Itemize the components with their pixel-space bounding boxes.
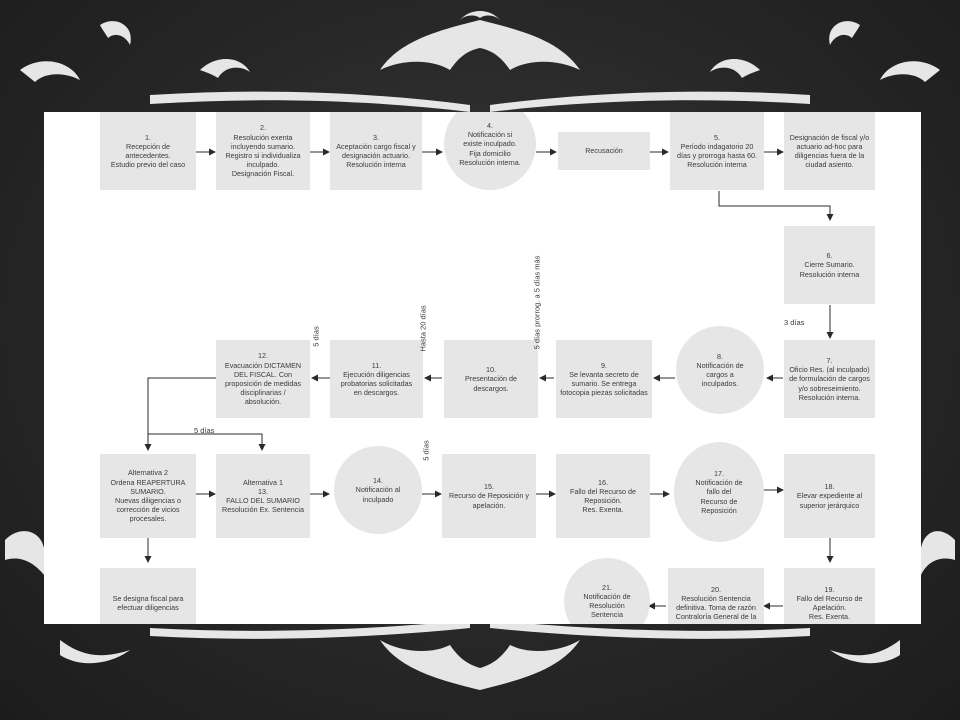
node-10: 10. Presentación de descargos.	[444, 340, 538, 418]
arrow-12-alt2	[144, 377, 216, 451]
node-11: 11. Ejecución diligencias probatorias so…	[330, 340, 423, 418]
node-12: 12. Evacuación DICTAMEN DEL FISCAL. Con …	[216, 340, 310, 418]
arrow-5-6	[718, 191, 834, 221]
label-3-dias: 3 días	[784, 318, 805, 327]
node-21: 21. Notificación de Resolución Sentencia	[564, 558, 650, 624]
baroque-scroll-ornament-icon	[5, 11, 955, 690]
label-prorroga: 5 días prorrog. a 5 días más	[532, 255, 542, 350]
node-1: 1. Recepción de antecedentes. Estudio pr…	[100, 112, 196, 190]
label-5-dias-a: 5 días	[311, 326, 321, 347]
node-16: 16. Fallo del Recurso de Reposición. Res…	[556, 454, 650, 538]
node-18: 18. Elevar expediente al superior jerárq…	[784, 454, 875, 538]
node-20: 20. Resolución Sentencia definitiva. Tom…	[668, 568, 764, 624]
node-5: 5. Período indagatorio 20 días y prorrog…	[670, 112, 764, 190]
node-designacion-adhoc: Designación de fiscal y/o actuario ad-ho…	[784, 112, 875, 190]
node-8: 8. Notificación de cargos a inculpados.	[676, 326, 764, 414]
node-15: 15. Recurso de Reposición y apelación.	[442, 454, 536, 538]
node-alternativa-1-13: Alternativa 1 13. FALLO DEL SUMARIO Reso…	[216, 454, 310, 538]
node-recusacion: Recusación	[558, 132, 650, 170]
label-5-dias-c: 5 días	[421, 440, 431, 461]
node-4: 4. Notificación si existe inculpado. Fij…	[444, 112, 536, 190]
node-17: 17. Notificación de fallo del Recurso de…	[674, 442, 764, 542]
node-3: 3. Aceptación cargo fiscal y designación…	[330, 112, 422, 190]
label-hasta-20-dias: Hasta 20 días	[418, 305, 428, 352]
node-6: 6. Cierre Sumario. Resolución interna	[784, 226, 875, 304]
node-designa-fiscal: Se designa fiscal para efectuar diligenc…	[100, 568, 196, 624]
node-19: 19. Fallo del Recurso de Apelación. Res.…	[784, 568, 875, 624]
node-9: 9. Se levanta secreto de sumario. Se ent…	[556, 340, 652, 418]
arrow-12-alt1	[148, 433, 266, 451]
node-2: 2. Resolución exenta incluyendo sumario.…	[216, 112, 310, 190]
node-alternativa-2: Alternativa 2 Ordena REAPERTURA SUMARIO.…	[100, 454, 196, 538]
flow-arrows	[144, 148, 834, 610]
node-14: 14. Notificación al inculpado	[334, 446, 422, 534]
node-7: 7. Oficio Res. (al inculpado) de formula…	[784, 340, 875, 418]
flowchart-slide: 1. Recepción de antecedentes. Estudio pr…	[44, 112, 921, 624]
label-5-dias-b: 5 días	[194, 426, 215, 435]
